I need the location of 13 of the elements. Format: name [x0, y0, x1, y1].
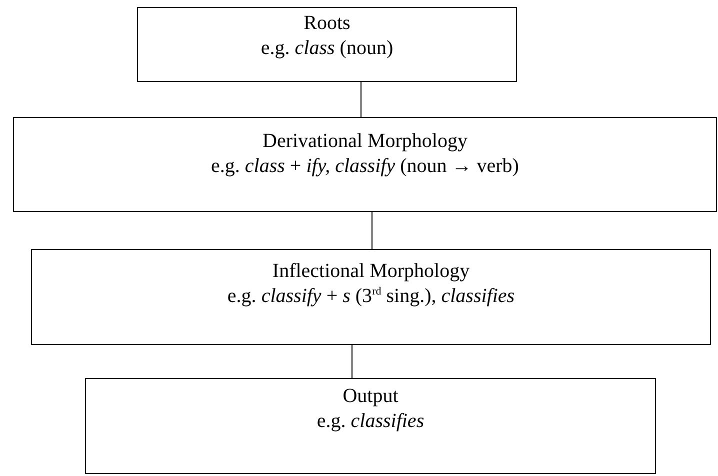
- example-text: e.g. class + ify, classify (noun → verb): [211, 154, 519, 179]
- example-text: e.g. class (noun): [260, 36, 394, 61]
- process-box: [31, 249, 711, 345]
- node-heading: Derivational Morphology: [262, 129, 468, 154]
- node-heading: Roots: [304, 11, 350, 36]
- process-box: [85, 378, 656, 474]
- example-text: e.g. classify + s (3$^{rd}$ sing.), classifies: [227, 284, 515, 309]
- process-box: [13, 117, 717, 212]
- node-heading: Inflectional Morphology: [272, 259, 470, 284]
- process-box: [137, 7, 517, 82]
- example-text: e.g. classifies: [316, 409, 424, 434]
- node-heading: Output: [342, 384, 398, 409]
- connector-line: [360, 82, 362, 118]
